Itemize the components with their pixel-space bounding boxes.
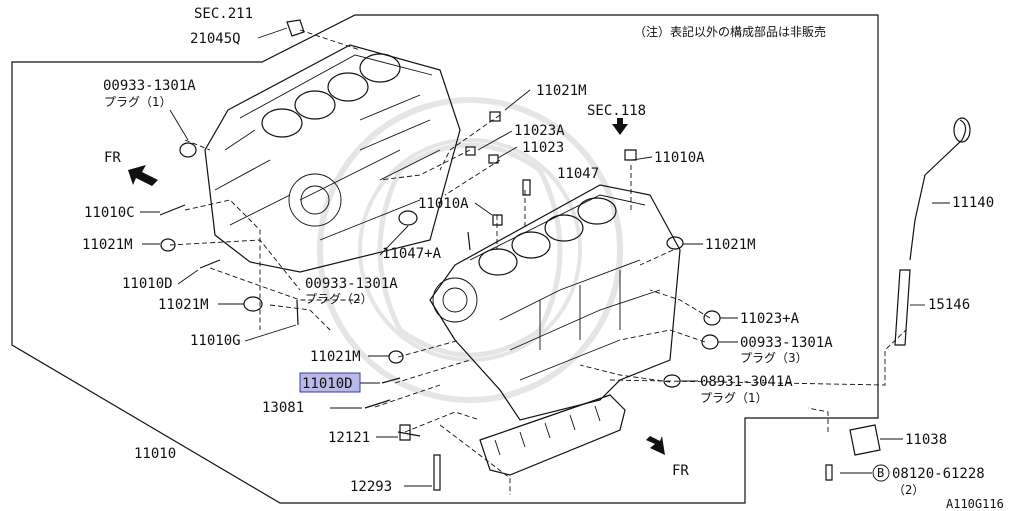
leader-lines [169,29,907,495]
label-11047[interactable]: 11047 [557,166,599,182]
label-15146[interactable]: 15146 [928,297,970,313]
label-11047a[interactable]: 11047+A [382,246,442,262]
engine-block-right [429,184,681,421]
label-11021m-left1[interactable]: 11021M [82,237,133,253]
label-11010d-highlighted[interactable]: 11010D [302,376,353,392]
callout-connectors [140,27,950,487]
label-fr-left: FR [104,150,121,166]
engine-block-left [204,44,461,273]
label-fr-right: FR [672,463,689,479]
label-11010a-mid[interactable]: 11010A [418,196,469,212]
label-qty-2: （2） [893,483,924,497]
label-11021m-top[interactable]: 11021M [536,83,587,99]
label-11140[interactable]: 11140 [952,195,994,211]
part-labels: SEC.211 21045Q （注）表記以外の構成部品は非販売 00933-13… [82,6,1004,511]
label-11021m-right[interactable]: 11021M [705,237,756,253]
front-arrow-right-icon [646,436,665,455]
label-00933-1301a-mid[interactable]: 00933-1301A [305,276,398,292]
label-11021m-left2[interactable]: 11021M [158,297,209,313]
up-arrow-icon [612,118,628,135]
front-arrow-left-icon [128,165,158,186]
label-08120-61228[interactable]: 08120-61228 [892,466,985,482]
label-11010g[interactable]: 11010G [190,333,241,349]
label-11023a[interactable]: 11023A [514,123,565,139]
label-08931-3041a[interactable]: 08931-3041A [700,374,793,390]
label-plug-3: プラグ（3） [740,351,808,365]
label-plug-1-top: プラグ（1） [104,95,172,109]
label-11010c[interactable]: 11010C [84,205,135,221]
label-12121[interactable]: 12121 [328,430,370,446]
label-21045q[interactable]: 21045Q [190,31,241,47]
label-11023[interactable]: 11023 [522,140,564,156]
circle-b-icon [872,464,890,482]
label-11021m-mid[interactable]: 11021M [310,349,361,365]
label-11038[interactable]: 11038 [905,432,947,448]
label-13081[interactable]: 13081 [262,400,304,416]
label-11010a-right[interactable]: 11010A [654,150,705,166]
circle-b-letter: B [877,466,884,480]
assembly-frame [11,14,879,504]
figure-code: A110G116 [946,497,1004,511]
label-sec118[interactable]: SEC.118 [587,103,646,119]
label-12293[interactable]: 12293 [350,479,392,495]
label-sec211[interactable]: SEC.211 [194,6,253,22]
label-plug-1-bottom: プラグ（1） [700,391,768,405]
label-11010[interactable]: 11010 [134,446,176,462]
lower-crankcase [479,394,626,476]
label-plug-2: プラグ（2） [305,292,373,306]
note-text: （注）表記以外の構成部品は非販売 [634,24,826,39]
label-11023-plus-a[interactable]: 11023+A [740,311,800,327]
label-00933-1301a-top[interactable]: 00933-1301A [103,78,196,94]
label-00933-1301a-right[interactable]: 00933-1301A [740,335,833,351]
label-11010d-left[interactable]: 11010D [122,276,173,292]
highlight-box [299,372,361,393]
